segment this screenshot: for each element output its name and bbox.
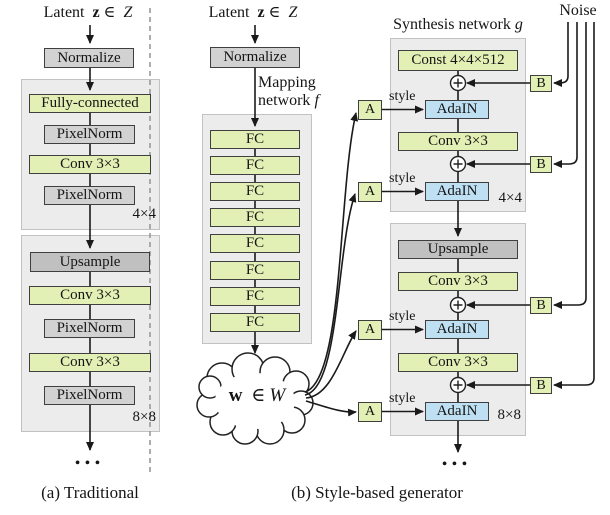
b-noise-box: B [530, 156, 552, 173]
element-of-symbol: ∈ [268, 4, 281, 21]
a-style-box: A [358, 100, 382, 120]
resolution-label-8x8-b: 8×8 [497, 407, 521, 423]
mapping-network-label: Mapping network f [258, 74, 319, 110]
mapping-word: Mapping [258, 74, 316, 91]
element-of-symbol: ∈ [103, 4, 116, 21]
network-word: network [258, 92, 311, 109]
latent-z-title-a: Latent z∈ Z [20, 2, 160, 22]
conv3x3-box: Conv 3×3 [29, 353, 151, 372]
latent-space-symbol: Z [288, 4, 298, 21]
synthesis-g-var: g [514, 16, 523, 33]
normalize-box-b: Normalize [210, 47, 300, 68]
add-noise-plus-icons [449, 74, 467, 394]
style-label: style [389, 89, 416, 104]
latent-word: Latent [208, 4, 250, 21]
fc-box: FC [210, 182, 300, 201]
latent-z-var: z [92, 4, 100, 21]
element-of-symbol: ∈ [251, 385, 266, 406]
noise-label: Noise [559, 2, 597, 19]
fc-box: FC [210, 234, 300, 253]
pixelnorm-box: PixelNorm [44, 125, 135, 144]
caption-b: (b) Style-based generator [291, 483, 463, 502]
upsample-box-a: Upsample [30, 252, 150, 272]
const-input-box: Const 4×4×512 [398, 50, 518, 71]
a-style-box: A [358, 182, 382, 202]
w-to-a-style-curves [304, 112, 359, 417]
fc-box: FC [210, 208, 300, 227]
fc-box: FC [210, 130, 300, 149]
latent-z-var: z [257, 4, 265, 21]
fc-box: FC [210, 313, 300, 332]
conv3x3-box: Conv 3×3 [29, 286, 151, 305]
conv3x3-box: Conv 3×3 [398, 272, 518, 291]
pixelnorm-box: PixelNorm [44, 186, 135, 205]
resolution-label-4x4-a: 4×4 [132, 206, 156, 222]
noise-input-lines [553, 22, 595, 389]
synthesis-network-title: Synthesis network g [376, 16, 540, 34]
w-space-cloud-icon [196, 352, 314, 445]
synthesis-words: Synthesis network [393, 16, 511, 33]
ellipsis-a: ••• [75, 456, 105, 471]
style-label: style [389, 171, 416, 186]
normalize-box-a: Normalize [44, 48, 134, 68]
resolution-label-4x4-b: 4×4 [498, 190, 522, 206]
mapping-f-var: f [314, 92, 319, 109]
b-noise-box: B [530, 377, 552, 394]
latent-z-title-b: Latent z∈ Z [185, 2, 325, 22]
conv3x3-box: Conv 3×3 [398, 353, 518, 372]
pixelnorm-box: PixelNorm [44, 319, 135, 338]
b-noise-box: B [530, 75, 552, 92]
a-style-box: A [358, 402, 382, 422]
fully-connected-box: Fully-connected [29, 94, 151, 113]
fc-box: FC [210, 156, 300, 175]
fc-box: FC [210, 287, 300, 306]
resolution-label-8x8-a: 8×8 [132, 409, 156, 425]
w-var: w [228, 385, 243, 406]
adain-box: AdaIN [425, 100, 489, 119]
latent-space-symbol: Z [123, 4, 133, 21]
latent-word: Latent [43, 4, 85, 21]
a-style-box: A [358, 320, 382, 340]
adain-box: AdaIN [425, 182, 489, 201]
adain-box: AdaIN [425, 320, 489, 339]
pixelnorm-box: PixelNorm [44, 386, 135, 405]
conv3x3-box: Conv 3×3 [29, 155, 151, 174]
w-space-label: w ∈W [205, 384, 309, 407]
style-label: style [389, 309, 416, 324]
upsample-box-b: Upsample [398, 240, 518, 259]
fc-box: FC [210, 261, 300, 280]
ellipsis-b: ••• [442, 457, 472, 472]
b-noise-box: B [530, 297, 552, 314]
w-space-symbol: W [269, 385, 286, 406]
caption-a: (a) Traditional [41, 483, 139, 502]
style-a-to-adain-arrows [382, 105, 424, 416]
style-label: style [389, 391, 416, 406]
adain-box: AdaIN [425, 402, 489, 421]
b-to-plus-arrows [466, 79, 530, 389]
flow-arrows [86, 25, 462, 453]
conv3x3-box: Conv 3×3 [398, 132, 518, 151]
